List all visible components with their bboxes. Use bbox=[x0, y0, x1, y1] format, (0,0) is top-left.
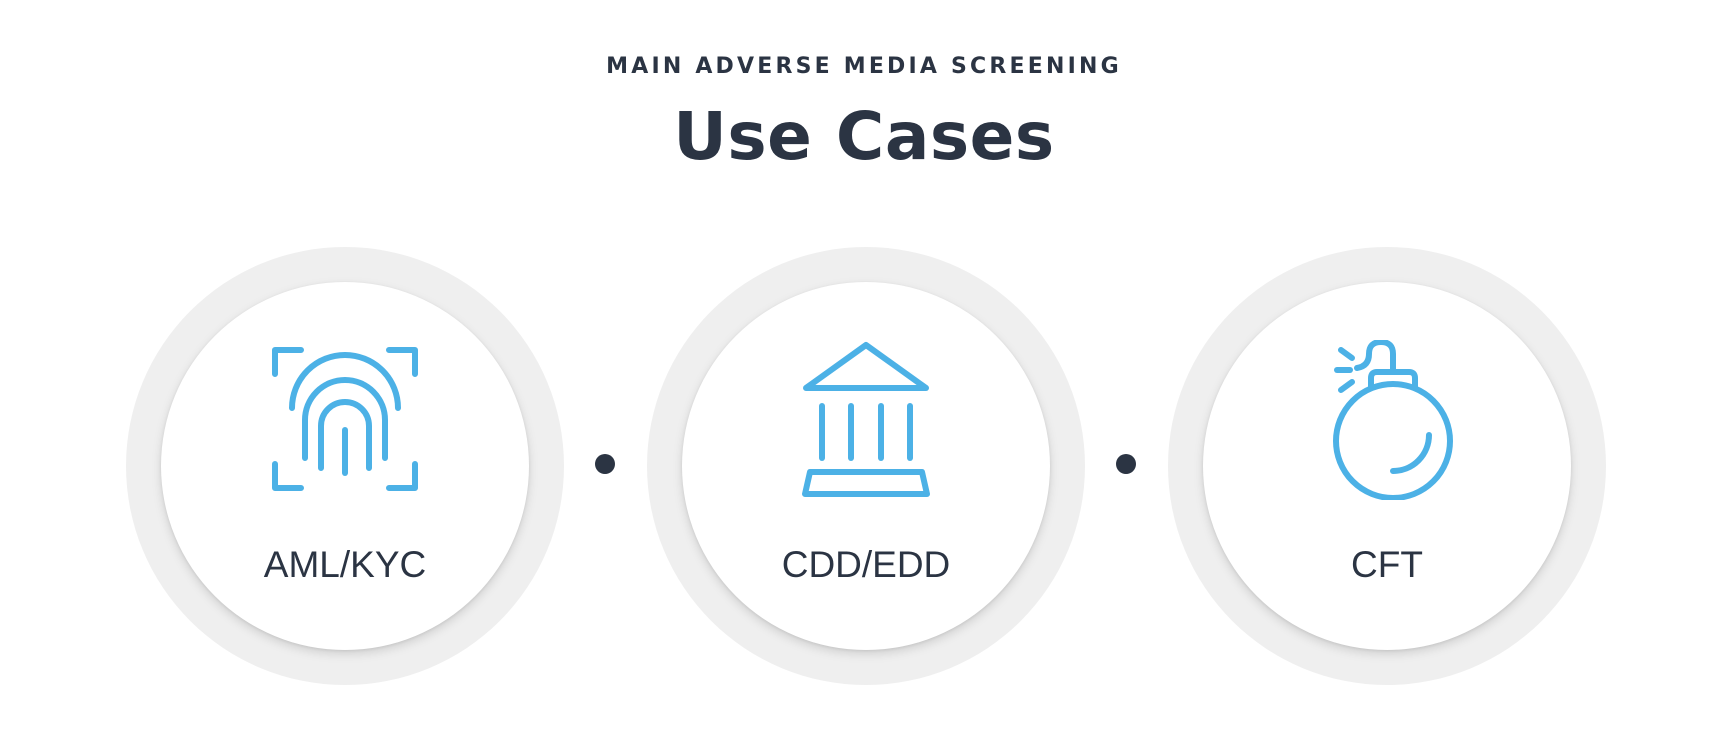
use-case-label: CFT bbox=[1351, 544, 1423, 585]
use-case-card-cft: CFT bbox=[1168, 247, 1606, 685]
fingerprint-icon bbox=[265, 340, 425, 500]
use-case-circle: AML/KYC bbox=[161, 282, 529, 650]
bank-icon bbox=[786, 340, 946, 500]
use-case-label: CDD/EDD bbox=[781, 544, 951, 585]
use-case-circle: CDD/EDD bbox=[682, 282, 1050, 650]
use-case-circle: CFT bbox=[1203, 282, 1571, 650]
use-case-card-cdd-edd: CDD/EDD bbox=[647, 247, 1085, 685]
section-eyebrow: MAIN ADVERSE MEDIA SCREENING bbox=[606, 54, 1122, 79]
page-title: Use Cases bbox=[673, 98, 1055, 175]
bomb-icon bbox=[1307, 340, 1467, 500]
use-case-card-aml-kyc: AML/KYC bbox=[126, 247, 564, 685]
separator-dot bbox=[595, 454, 615, 474]
separator-dot bbox=[1116, 454, 1136, 474]
use-case-label: AML/KYC bbox=[263, 544, 427, 585]
